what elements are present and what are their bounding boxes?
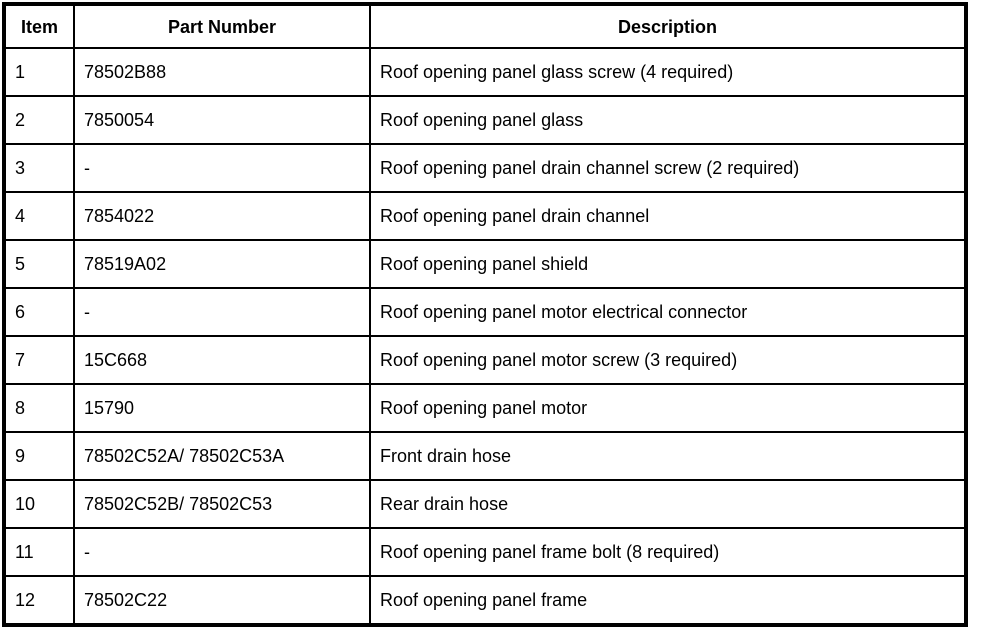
- description-cell: Front drain hose: [369, 431, 967, 481]
- item-cell: 2: [3, 95, 75, 145]
- item-cell: 7: [3, 335, 75, 385]
- item-cell: 3: [3, 143, 75, 193]
- part-number-cell: 78502B88: [73, 47, 371, 97]
- item-cell: 8: [3, 383, 75, 433]
- item-cell: 10: [3, 479, 75, 529]
- description-cell: Roof opening panel motor electrical conn…: [369, 287, 967, 337]
- part-number-cell: -: [73, 143, 371, 193]
- description-cell: Roof opening panel motor screw (3 requir…: [369, 335, 967, 385]
- part-number-cell: 78502C22: [73, 575, 371, 626]
- description-cell: Roof opening panel shield: [369, 239, 967, 289]
- table-row: 3-Roof opening panel drain channel screw…: [3, 143, 967, 193]
- part-number-cell: 15790: [73, 383, 371, 433]
- table-row: 6-Roof opening panel motor electrical co…: [3, 287, 967, 337]
- item-cell: 6: [3, 287, 75, 337]
- item-cell: 4: [3, 191, 75, 241]
- description-cell: Roof opening panel glass: [369, 95, 967, 145]
- part-number-cell: 15C668: [73, 335, 371, 385]
- description-cell: Roof opening panel drain channel screw (…: [369, 143, 967, 193]
- part-number-cell: 78502C52B/ 78502C53: [73, 479, 371, 529]
- column-header-part-number: Part Number: [73, 3, 371, 49]
- description-cell: Roof opening panel frame: [369, 575, 967, 626]
- item-cell: 11: [3, 527, 75, 577]
- column-header-description: Description: [369, 3, 967, 49]
- column-header-item: Item: [3, 3, 75, 49]
- description-cell: Roof opening panel motor: [369, 383, 967, 433]
- part-number-cell: -: [73, 527, 371, 577]
- part-number-cell: 7850054: [73, 95, 371, 145]
- description-cell: Rear drain hose: [369, 479, 967, 529]
- part-number-cell: -: [73, 287, 371, 337]
- item-cell: 9: [3, 431, 75, 481]
- part-number-cell: 78502C52A/ 78502C53A: [73, 431, 371, 481]
- description-cell: Roof opening panel drain channel: [369, 191, 967, 241]
- table-row: 11-Roof opening panel frame bolt (8 requ…: [3, 527, 967, 577]
- item-cell: 5: [3, 239, 75, 289]
- item-cell: 1: [3, 47, 75, 97]
- item-cell: 12: [3, 575, 75, 626]
- description-cell: Roof opening panel frame bolt (8 require…: [369, 527, 967, 577]
- description-cell: Roof opening panel glass screw (4 requir…: [369, 47, 967, 97]
- part-number-cell: 78519A02: [73, 239, 371, 289]
- header-row: Item Part Number Description: [3, 3, 967, 49]
- part-number-cell: 7854022: [73, 191, 371, 241]
